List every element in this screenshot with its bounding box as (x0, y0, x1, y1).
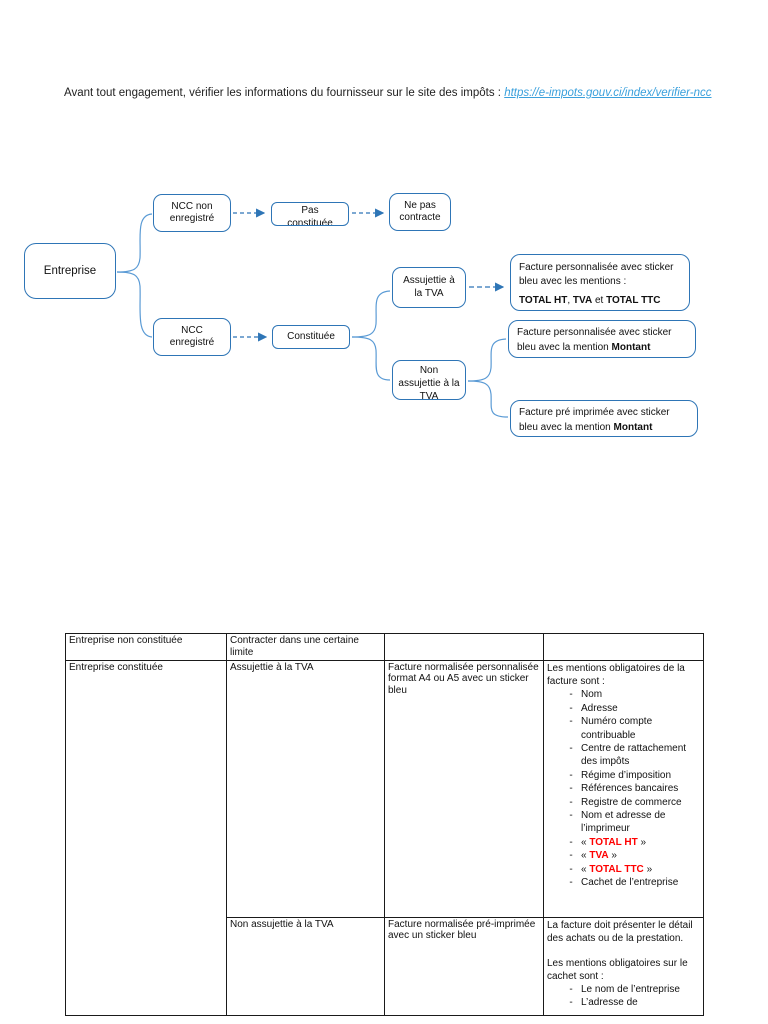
cachet-list: -Le nom de l’entreprise-L’adresse de (561, 983, 699, 1009)
list-item: -Cachet de l’entreprise (569, 877, 679, 889)
mentions-list-end: -Cachet de l’entreprise (561, 876, 699, 889)
list-item: -Références bancaires (569, 783, 679, 795)
cell-facture-normalisee-personnalisee: Facture normalisée personnalisée format … (384, 659, 544, 918)
cell-contracter-limite: Contracter dans une certaine limite (226, 633, 385, 661)
list-item: -« TOTAL HT » (569, 836, 647, 848)
mentions-list: -Nom-Adresse-Numéro compte contribuable-… (561, 688, 699, 835)
cell-entreprise-constituee: Entreprise constituée (65, 659, 227, 1016)
flow-node-facture-personnalisee-montant: Facture personnalisée avec sticker bleu … (508, 320, 696, 358)
list-item: -« TOTAL TTC » (569, 863, 653, 875)
list-item: -Régime d’imposition (569, 769, 672, 781)
list-item: -Registre de commerce (569, 796, 682, 808)
cell-entreprise-non-constituee: Entreprise non constituée (65, 633, 227, 661)
cell-cachet-mentions: La facture doit présenter le détail des … (543, 916, 704, 1016)
list-item: -Nom (569, 689, 603, 701)
flow-node-entreprise: Entreprise (24, 243, 116, 299)
list-item: -Centre de rattachement des impôts (569, 743, 687, 768)
list-item: -L’adresse de (569, 996, 638, 1008)
list-item: -« TVA » (569, 850, 617, 862)
cachet-p2: Les mentions obligatoires sur le cachet … (547, 957, 688, 982)
list-item: -Le nom de l’entreprise (569, 983, 680, 995)
flow-node-pas-constituee: Pas constituée (271, 202, 349, 226)
intro-paragraph: Avant tout engagement, vérifier les info… (64, 84, 712, 102)
cell-facture-pre-imprimee: Facture normalisée pré-imprimée avec un … (384, 916, 544, 1016)
table-row: Entreprise non constituée Contracter dan… (65, 633, 704, 661)
flow-node-facture-personnalisee-mentions: Facture personnalisée avec sticker bleu … (510, 254, 690, 311)
flow-node-assujettie-tva: Assujettie à la TVA (392, 267, 466, 308)
cell-assujettie-tva: Assujettie à la TVA (226, 659, 385, 918)
list-item: -Adresse (569, 702, 618, 714)
mentions-list-red: -« TOTAL HT » -« TVA »-« TOTAL TTC » (561, 836, 699, 876)
facture1-totals: TOTAL HT, TVA et TOTAL TTC (519, 295, 661, 306)
facture1-line1: Facture personnalisée avec sticker bleu … (519, 262, 674, 287)
mentions-intro: Les mentions obligatoires de la facture … (547, 662, 685, 687)
flow-node-facture-pre-imprimee-montant: Facture pré imprimée avec sticker bleu a… (510, 400, 698, 437)
intro-text: Avant tout engagement, vérifier les info… (64, 87, 505, 99)
table-row: Entreprise constituée Assujettie à la TV… (65, 659, 704, 1016)
table-row: Non assujettie à la TVA Facture normalis… (66, 916, 704, 1016)
flow-node-constituee: Constituée (272, 325, 350, 349)
flow-node-ne-pas-contracter: Ne pas contracte (389, 193, 451, 231)
list-item: -Numéro compte contribuable (569, 716, 653, 741)
cell-empty (543, 633, 704, 661)
cell-mentions-obligatoires: Les mentions obligatoires de la facture … (543, 659, 704, 918)
flow-node-non-assujettie-tva: Non assujettie à la TVA (392, 360, 466, 400)
cachet-p1: La facture doit présenter le détail des … (547, 919, 693, 944)
summary-table: Entreprise non constituée Contracter dan… (65, 633, 704, 1016)
flow-node-ncc-non-enregistre: NCC non enregistré (153, 194, 231, 232)
verifier-ncc-link[interactable]: https://e-impots.gouv.ci/index/verifier-… (504, 87, 712, 99)
cell-empty (384, 633, 544, 661)
flow-node-ncc-enregistre: NCC enregistré (153, 318, 231, 356)
cell-non-assujettie-tva: Non assujettie à la TVA (226, 916, 385, 1016)
list-item: -Nom et adresse de l’imprimeur (569, 810, 666, 835)
